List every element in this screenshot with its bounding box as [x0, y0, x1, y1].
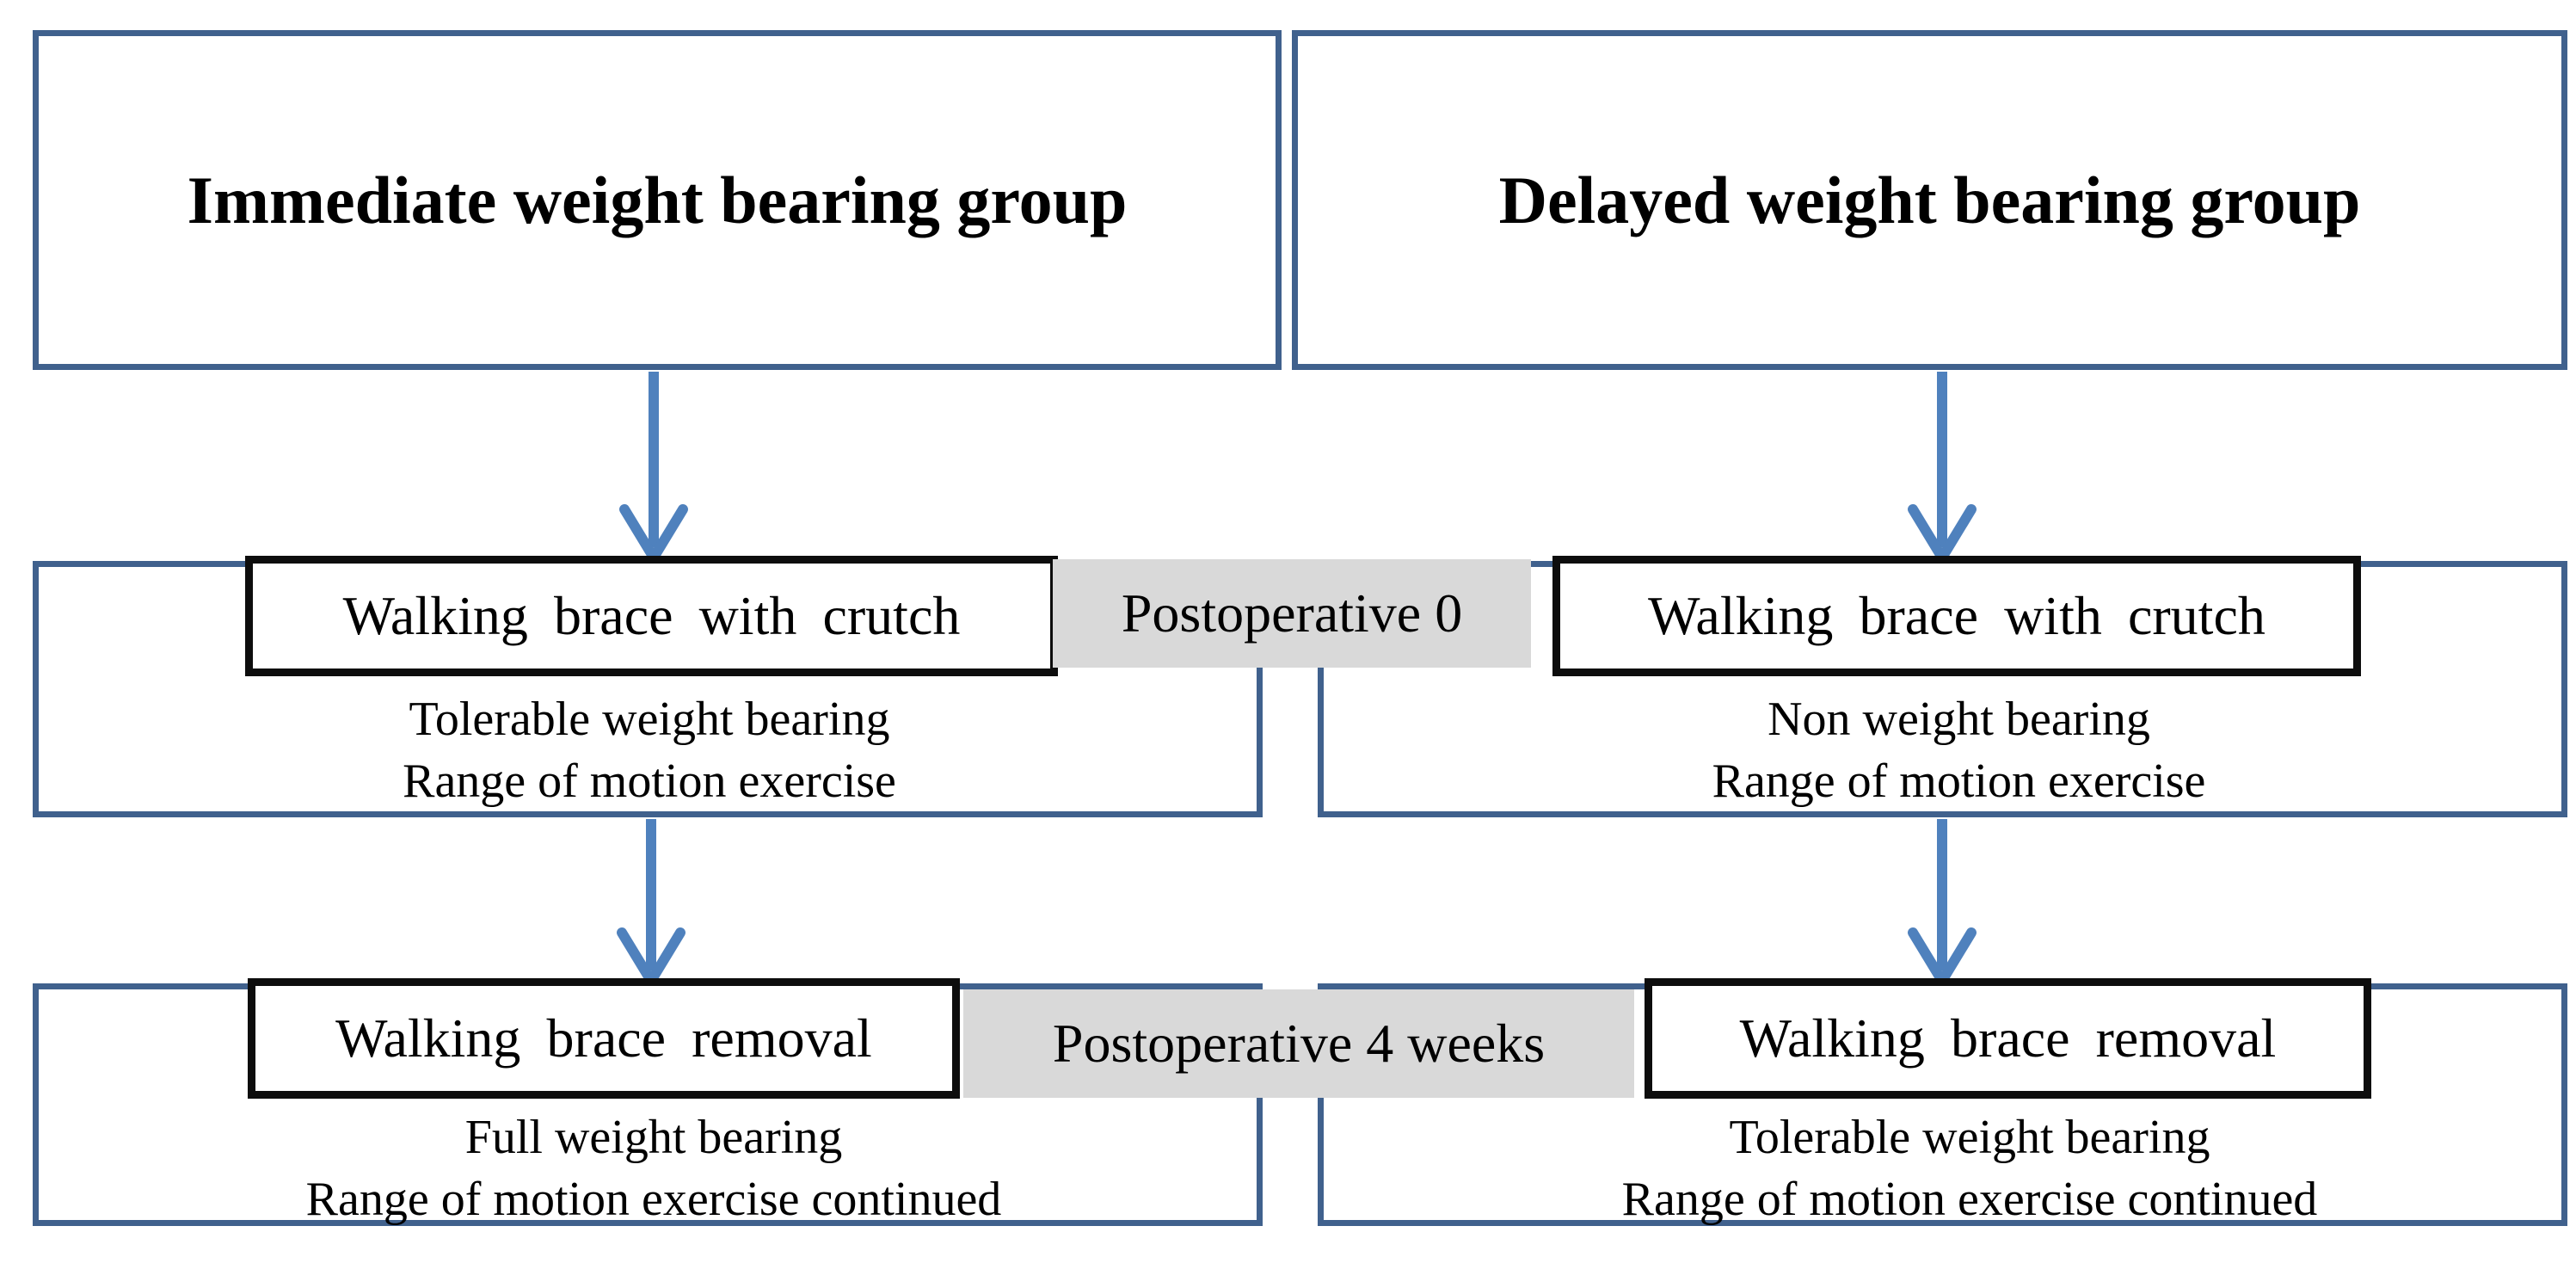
immediate-stage1-note-line1: Tolerable weight bearing	[409, 693, 890, 746]
down-arrow-right-1	[1908, 372, 1977, 563]
immediate-stage2-brace-box: Walking brace removal	[248, 978, 960, 1099]
immediate-stage1-notes: Tolerable weight bearing Range of motion…	[103, 688, 1196, 812]
immediate-group-title: Immediate weight bearing group	[187, 162, 1128, 237]
timeline-label-postoperative-4-weeks: Postoperative 4 weeks	[963, 989, 1634, 1098]
immediate-stage1-brace-label: Walking brace with crutch	[342, 585, 961, 646]
immediate-stage1-note-line2: Range of motion exercise	[403, 755, 896, 808]
delayed-stage2-note-line2: Range of motion exercise continued	[1621, 1173, 2318, 1226]
timeline-label-postoperative-4-weeks-text: Postoperative 4 weeks	[1052, 1013, 1546, 1074]
immediate-group-title-box: Immediate weight bearing group	[33, 30, 1282, 370]
timeline-label-postoperative-0-text: Postoperative 0	[1121, 582, 1463, 644]
delayed-stage1-note-line1: Non weight bearing	[1768, 693, 2150, 746]
down-arrow-left-2	[617, 819, 685, 986]
delayed-group-title-box: Delayed weight bearing group	[1292, 30, 2567, 370]
delayed-stage1-note-line2: Range of motion exercise	[1712, 755, 2206, 808]
immediate-stage2-brace-label: Walking brace removal	[335, 1007, 872, 1069]
delayed-stage2-brace-box: Walking brace removal	[1645, 978, 2371, 1099]
immediate-stage1-brace-box: Walking brace with crutch	[245, 556, 1058, 676]
delayed-stage2-brace-label: Walking brace removal	[1739, 1007, 2277, 1069]
immediate-stage2-note-line2: Range of motion exercise continued	[305, 1173, 1002, 1226]
delayed-group-title: Delayed weight bearing group	[1498, 162, 2361, 237]
delayed-stage2-note-line1: Tolerable weight bearing	[1729, 1111, 2210, 1164]
immediate-stage2-notes: Full weight bearing Range of motion exer…	[112, 1106, 1196, 1230]
timeline-label-postoperative-0: Postoperative 0	[1053, 559, 1531, 668]
down-arrow-left-1	[619, 372, 688, 563]
delayed-stage2-notes: Tolerable weight bearing Range of motion…	[1428, 1106, 2511, 1230]
down-arrow-right-2	[1908, 819, 1977, 986]
immediate-stage2-note-line1: Full weight bearing	[464, 1111, 843, 1164]
delayed-stage1-brace-box: Walking brace with crutch	[1552, 556, 2361, 676]
delayed-stage1-notes: Non weight bearing Range of motion exerc…	[1415, 688, 2503, 812]
delayed-stage1-brace-label: Walking brace with crutch	[1648, 585, 2266, 646]
